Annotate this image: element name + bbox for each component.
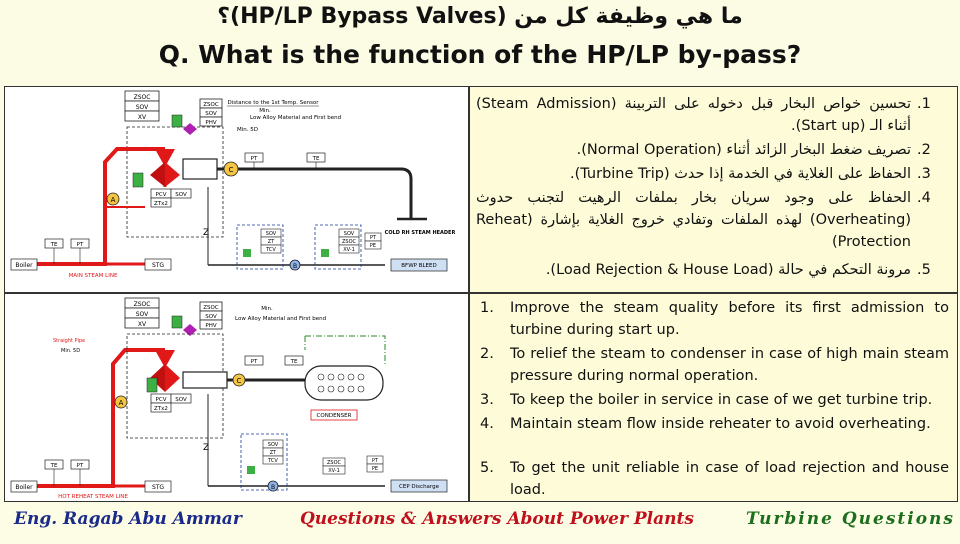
svg-text:SOV: SOV bbox=[175, 192, 187, 198]
svg-text:PHV: PHV bbox=[205, 323, 216, 329]
svg-text:C: C bbox=[229, 166, 234, 174]
svg-text:PHV: PHV bbox=[205, 120, 216, 126]
title-english: Q. What is the function of the HP/LP by-… bbox=[158, 40, 802, 69]
svg-text:Min.: Min. bbox=[259, 108, 271, 114]
svg-text:ZSOC: ZSOC bbox=[342, 239, 357, 245]
svg-text:SOV: SOV bbox=[205, 314, 217, 320]
zsoc-label: ZSOC bbox=[134, 94, 151, 101]
english-answer-1: 1. Improve the steam quality before its … bbox=[480, 300, 949, 338]
arabic-answers-box: .1 تحسين خواص البخار قبل دخوله على الترب… bbox=[469, 86, 958, 293]
svg-text:A: A bbox=[119, 399, 124, 407]
svg-text:TE: TE bbox=[290, 359, 298, 365]
svg-text:ZSOC: ZSOC bbox=[327, 460, 342, 466]
svg-text:SOV: SOV bbox=[175, 397, 187, 403]
svg-text:Boiler: Boiler bbox=[15, 484, 33, 491]
arabic-answer-4: .4 الحفاظ على وجود سريان بخار بملفات الر… bbox=[476, 190, 931, 250]
svg-text:HOT REHEAT STEAM LINE: HOT REHEAT STEAM LINE bbox=[58, 494, 128, 500]
svg-text:PT: PT bbox=[77, 463, 84, 469]
svg-text:SOV: SOV bbox=[266, 231, 277, 237]
svg-text:A: A bbox=[111, 196, 116, 204]
svg-text:C: C bbox=[237, 377, 242, 385]
svg-text:Min.: Min. bbox=[261, 306, 273, 312]
condenser-label: CONDENSER bbox=[317, 413, 352, 419]
svg-text:PT: PT bbox=[372, 458, 379, 464]
svg-text:B: B bbox=[293, 263, 297, 270]
svg-text:Distance to the 1st Temp. Sens: Distance to the 1st Temp. Sensor bbox=[227, 100, 319, 106]
svg-text:STG: STG bbox=[152, 484, 164, 491]
svg-text:SOV: SOV bbox=[136, 311, 149, 318]
svg-text:SOV: SOV bbox=[205, 111, 217, 117]
svg-text:XV-1: XV-1 bbox=[343, 247, 355, 253]
svg-text:PT: PT bbox=[251, 359, 258, 365]
xv-label: XV bbox=[138, 114, 147, 121]
bottom-diagram-panel: ZSOC SOV XV ZSOC SOV PHV Min. Low Alloy … bbox=[4, 293, 469, 502]
english-answer-5: 5. To get the unit reliable in case of l… bbox=[480, 460, 949, 498]
svg-text:Boiler: Boiler bbox=[15, 262, 33, 269]
svg-text:Low Alloy Material and First b: Low Alloy Material and First bend bbox=[235, 316, 326, 322]
svg-text:PCV: PCV bbox=[156, 397, 167, 403]
footer: Eng. Ragab Abu Ammar Questions & Answers… bbox=[0, 503, 960, 544]
svg-text:Z: Z bbox=[203, 443, 209, 453]
cold-rh-label: COLD RH STEAM HEADER bbox=[385, 230, 456, 236]
arabic-answer-3: .3 الحفاظ على الغلاية في الخدمة إذا حدث … bbox=[569, 166, 931, 182]
instrument-stack-right: ZSOC SOV PHV bbox=[199, 98, 223, 127]
hp-bypass-diagram: ZSOC SOV XV ZSOC SOV PHV Distance to the… bbox=[10, 90, 456, 279]
category-title: Turbine Questions bbox=[746, 509, 955, 529]
svg-text:B: B bbox=[271, 484, 275, 491]
author-name: Eng. Ragab Abu Ammar bbox=[14, 509, 242, 529]
lp-bypass-diagram: ZSOC SOV XV ZSOC SOV PHV Min. Low Alloy … bbox=[10, 297, 448, 500]
svg-text:SOV: SOV bbox=[344, 231, 355, 237]
svg-text:ZTx2: ZTx2 bbox=[154, 201, 168, 207]
svg-text:PCV: PCV bbox=[156, 192, 167, 198]
svg-text:TE: TE bbox=[50, 242, 58, 248]
svg-text:STG: STG bbox=[152, 262, 164, 269]
title-arabic: ما هي وظيفة كل من (HP/LP Bypass Valves)؟ bbox=[217, 4, 743, 29]
top-diagram-panel: ZSOC SOV XV ZSOC SOV PHV Distance to the… bbox=[4, 86, 469, 293]
svg-text:ZSOC: ZSOC bbox=[203, 305, 219, 311]
english-answer-2: 2. To relief the steam to condenser in c… bbox=[480, 346, 949, 384]
sov-label: SOV bbox=[136, 104, 149, 111]
svg-text:ZT: ZT bbox=[268, 239, 275, 245]
svg-text:Straight Pipe: Straight Pipe bbox=[53, 338, 85, 344]
cep-label: CEP Discharge bbox=[399, 484, 440, 490]
svg-text:Z: Z bbox=[203, 228, 209, 238]
svg-text:ZTx2: ZTx2 bbox=[154, 406, 168, 412]
svg-text:PT: PT bbox=[77, 242, 84, 248]
svg-text:XV-1: XV-1 bbox=[328, 468, 340, 474]
arabic-answer-1: .1 تحسين خواص البخار قبل دخوله على الترب… bbox=[476, 96, 931, 134]
svg-text:PE: PE bbox=[372, 466, 378, 472]
english-answer-3: 3. To keep the boiler in service in case… bbox=[480, 392, 933, 408]
svg-text:PT: PT bbox=[251, 156, 258, 162]
svg-text:Min. 5D: Min. 5D bbox=[237, 127, 258, 133]
svg-text:ZSOC: ZSOC bbox=[134, 301, 151, 308]
svg-text:TCV: TCV bbox=[267, 458, 278, 464]
arabic-answer-2: .2 تصريف ضغط البخار الزائد أثناء (Normal… bbox=[576, 142, 931, 158]
svg-text:MAIN STEAM LINE: MAIN STEAM LINE bbox=[69, 273, 118, 279]
english-answer-4: 4. Maintain steam flow inside reheater t… bbox=[480, 416, 931, 432]
svg-text:TE: TE bbox=[50, 463, 58, 469]
instrument-stack-left: ZSOC SOV XV bbox=[124, 90, 160, 122]
svg-text:XV: XV bbox=[138, 321, 147, 328]
svg-text:Low Alloy Material and First b: Low Alloy Material and First bend bbox=[250, 115, 341, 121]
svg-text:TE: TE bbox=[312, 156, 320, 162]
english-answers-box: 1. Improve the steam quality before its … bbox=[469, 293, 958, 502]
svg-text:ZSOC: ZSOC bbox=[203, 102, 219, 108]
series-title: Questions & Answers About Power Plants bbox=[300, 509, 694, 529]
arabic-answer-5: .5 مرونة التحكم في حالة (Load Rejection … bbox=[545, 262, 931, 278]
svg-text:SOV: SOV bbox=[268, 442, 279, 448]
svg-text:ZT: ZT bbox=[270, 450, 277, 456]
svg-text:PT: PT bbox=[370, 235, 377, 241]
svg-text:TCV: TCV bbox=[265, 247, 276, 253]
bfwp-label: BFWP BLEED bbox=[401, 263, 436, 269]
svg-text:Min. 5D: Min. 5D bbox=[61, 348, 80, 354]
svg-text:PE: PE bbox=[370, 243, 376, 249]
